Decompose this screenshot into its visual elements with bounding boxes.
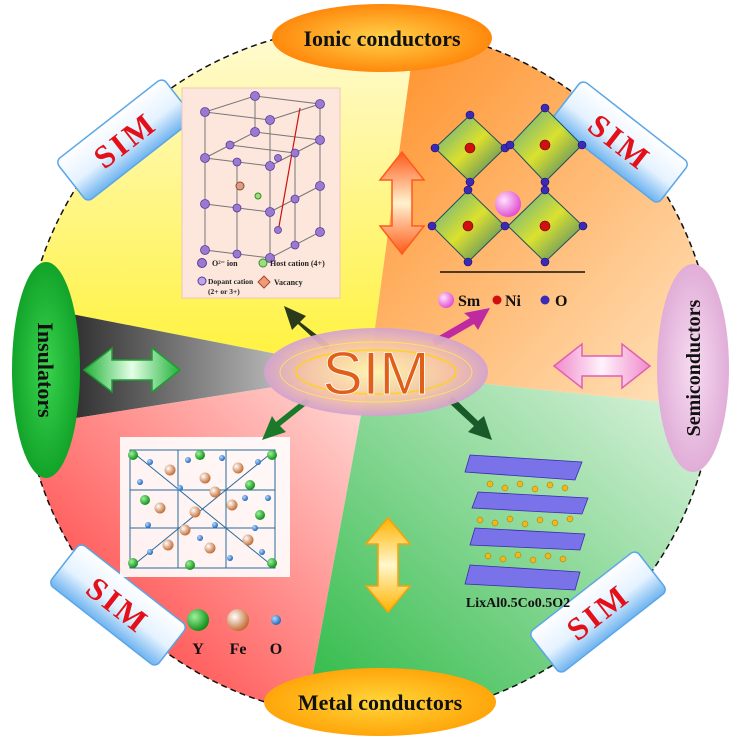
- oval-semiconductors: Semiconductors: [657, 264, 729, 472]
- double-arrow-ionic: [378, 150, 426, 256]
- label-metal-conductors: Metal conductors: [298, 690, 463, 715]
- perovskite-o-ions: [427, 103, 588, 267]
- legend-fe: Fe: [230, 641, 247, 658]
- legend-ni: Ni: [505, 293, 522, 310]
- legend-host-cation: Host cation (4+): [270, 259, 325, 268]
- layered-structure: LixAl0.5Co0.5O2: [464, 454, 589, 611]
- layered-sheets: [464, 454, 589, 591]
- oval-ionic-conductors: Ionic conductors: [272, 4, 492, 72]
- legend-dopant-charge: (2+ or 3+): [208, 287, 240, 296]
- perovskite-ni-ions: [462, 139, 551, 232]
- label-ionic-conductors: Ionic conductors: [303, 26, 461, 51]
- pointer-arrow-garnet: [262, 398, 310, 440]
- legend-vacancy: Vacancy: [274, 278, 303, 287]
- label-insulators: Insulators: [33, 322, 58, 418]
- legend-oxygen-ion: O²⁻ ion: [212, 259, 238, 268]
- garnet-y-ions: [128, 450, 277, 570]
- layered-formula: LixAl0.5Co0.5O2: [466, 596, 570, 611]
- garnet-lattice: [129, 449, 276, 569]
- legend-o-garnet: O: [270, 641, 282, 658]
- label-semiconductors: Semiconductors: [683, 299, 705, 436]
- garnet-fe-ions: [154, 462, 254, 554]
- fluorite-structure-panel: O²⁻ ion Host cation (4+) Dopant cation (…: [181, 87, 341, 299]
- garnet-o-ions: [137, 455, 271, 561]
- garnet-structure-panel: Y Fe O: [120, 437, 290, 658]
- oval-insulators: Insulators: [12, 262, 80, 478]
- center-sim: SIM: [264, 328, 488, 416]
- double-arrow-insulators: [82, 346, 182, 394]
- pointer-arrow-perovskite: [432, 308, 490, 346]
- legend-o-perovskite: O: [555, 293, 567, 310]
- legend-y: Y: [192, 641, 204, 658]
- pointer-arrow-layered: [448, 396, 492, 440]
- layered-li-ions: [476, 480, 574, 564]
- fluorite-oxygen-ions: [200, 91, 325, 263]
- double-arrow-semiconductors: [552, 342, 652, 390]
- perovskite-structure: Sm Ni O: [427, 103, 588, 310]
- center-sim-letters: SIM: [323, 340, 430, 407]
- legend-dopant-cation: Dopant cation: [208, 277, 254, 286]
- legend-sm: Sm: [458, 293, 481, 310]
- sector-insulator-dark: [23, 300, 369, 430]
- sm-ion-center: [495, 191, 521, 217]
- double-arrow-metal: [364, 516, 412, 614]
- center-sim-label: SIM: [323, 340, 430, 407]
- oval-metal-conductors: Metal conductors: [264, 668, 496, 736]
